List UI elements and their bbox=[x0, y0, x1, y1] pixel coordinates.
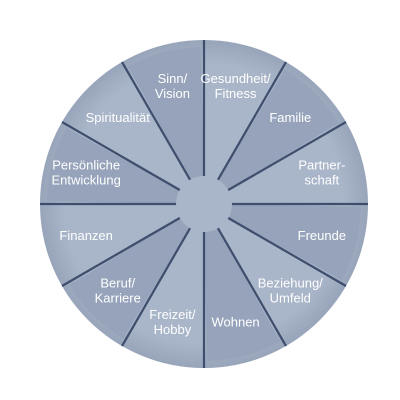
segment-label: Wohnen bbox=[211, 314, 259, 329]
segment-label: Gesundheit/Fitness bbox=[201, 71, 271, 101]
segment-label-line: Freizeit/ bbox=[149, 307, 196, 322]
segment-label-line: Wohnen bbox=[211, 314, 259, 329]
segment-label: Familie bbox=[269, 110, 311, 125]
segment-label-line: Beziehung/ bbox=[258, 275, 323, 290]
segment-divider bbox=[121, 225, 192, 347]
segment-divider bbox=[225, 216, 347, 287]
segment-label: Beziehung/Umfeld bbox=[258, 275, 323, 305]
segment-label: Partner-schaft bbox=[298, 157, 345, 187]
segment-label-line: Hobby bbox=[154, 322, 192, 337]
segment-divider bbox=[61, 216, 183, 287]
segment-label: Finanzen bbox=[59, 228, 112, 243]
segment-label: Spiritualität bbox=[86, 110, 151, 125]
wheel-hub bbox=[176, 176, 232, 232]
segment-divider bbox=[216, 225, 287, 347]
segment-label-line: Finanzen bbox=[59, 228, 112, 243]
segment-label-line: schaft bbox=[304, 172, 339, 187]
segment-fill bbox=[127, 47, 204, 180]
segment-fill bbox=[228, 204, 361, 281]
segment-label-line: Umfeld bbox=[270, 290, 311, 305]
segment-label: Freunde bbox=[298, 228, 346, 243]
segment-fill bbox=[69, 218, 190, 339]
segment-divider bbox=[225, 121, 347, 192]
segment-label-line: Sinn/ bbox=[158, 71, 188, 86]
segment-label-line: Vision bbox=[155, 86, 190, 101]
segment-fill bbox=[204, 228, 281, 361]
segment-label-line: Beruf/ bbox=[100, 275, 135, 290]
segment-label-line: Partner- bbox=[298, 157, 345, 172]
segment-label-line: Spiritualität bbox=[86, 110, 151, 125]
segment-label-line: Gesundheit/ bbox=[201, 71, 271, 86]
segment-divider bbox=[121, 61, 192, 183]
segment-label: Beruf/Karriere bbox=[95, 275, 141, 305]
segment-divider bbox=[61, 121, 183, 192]
segment-label-line: Fitness bbox=[215, 86, 257, 101]
segment-label: Freizeit/Hobby bbox=[149, 307, 196, 337]
segment-fill bbox=[47, 127, 180, 204]
segment-fill bbox=[218, 69, 339, 190]
segment-divider bbox=[216, 61, 287, 183]
segment-label-line: Persönliche bbox=[52, 157, 120, 172]
segment-label-line: Entwicklung bbox=[51, 172, 120, 187]
segment-label: Sinn/Vision bbox=[155, 71, 190, 101]
segment-label-line: Freunde bbox=[298, 228, 346, 243]
segment-label-line: Karriere bbox=[95, 290, 141, 305]
segment-label-line: Familie bbox=[269, 110, 311, 125]
